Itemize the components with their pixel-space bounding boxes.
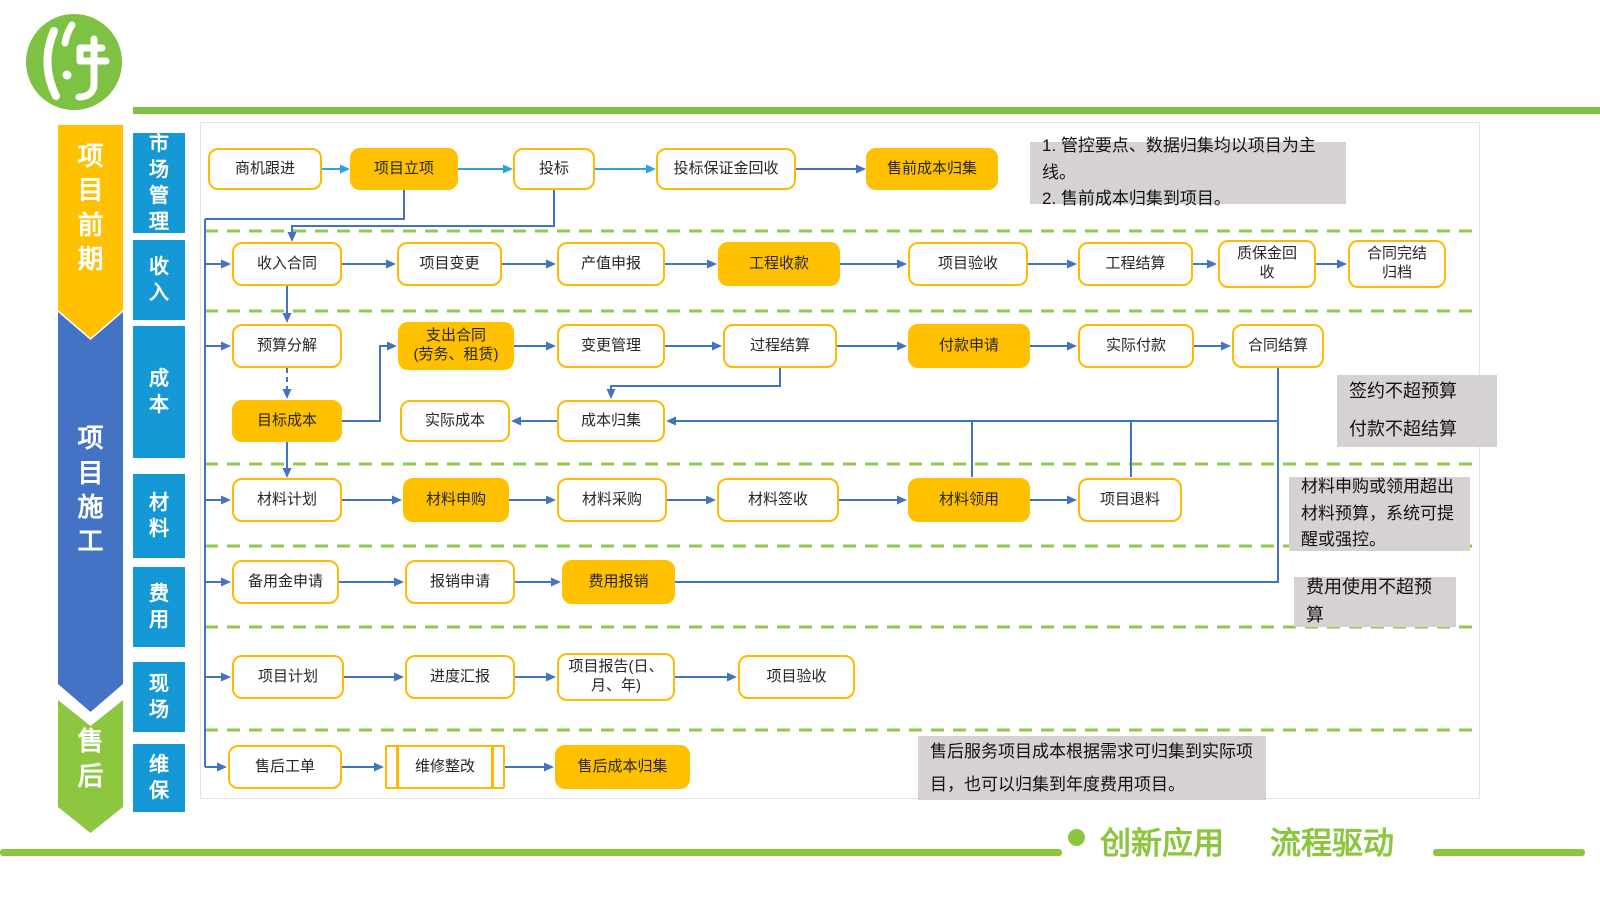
flow-node-shijifk: 实际付款 <box>1078 324 1194 368</box>
flow-node-toubiao: 投标 <box>513 148 595 190</box>
top-divider <box>133 107 1600 114</box>
flow-node-shouhougd: 售后工单 <box>228 745 342 789</box>
category-label-6: 现场 <box>133 662 185 732</box>
flow-node-xmbaogao: 项目报告(日、 月、年) <box>557 653 675 701</box>
flow-edge-31 <box>666 368 1279 426</box>
phase-arrow-1: 项目前期 <box>58 125 123 338</box>
flow-node-beiyongjin: 备用金申请 <box>232 560 339 604</box>
flow-node-shouru: 收入合同 <box>232 242 342 286</box>
flow-node-clshengou: 材料申购 <box>403 478 509 522</box>
flow-node-baozhengjin: 投标保证金回收 <box>656 148 796 190</box>
annotation-note-n2: 签约不超预算 付款不超结算 <box>1337 375 1497 447</box>
brand-logo-icon <box>24 12 124 112</box>
category-label-2: 收入 <box>133 240 185 320</box>
flow-node-guocheng: 过程结算 <box>723 324 837 368</box>
flow-node-xmyanshou2: 项目验收 <box>738 655 855 699</box>
phase-arrow-2: 项目施工 <box>58 312 123 712</box>
flow-node-clcaigou: 材料采购 <box>557 478 667 522</box>
category-label-5: 费用 <box>133 567 185 647</box>
footer-dot-icon <box>1068 829 1085 846</box>
category-label-1: 市场管理 <box>133 133 185 233</box>
flow-node-xmtuiliao: 项目退料 <box>1078 478 1182 522</box>
flow-node-chanzhi: 产值申报 <box>557 242 665 286</box>
footer-slogan: 创新应用 流程驱动 <box>1100 818 1394 863</box>
flow-node-htjiesuan: 合同结算 <box>1232 324 1324 368</box>
flow-node-yusuan: 预算分解 <box>232 324 342 368</box>
flow-edge-5 <box>205 190 405 220</box>
flow-node-mubiao: 目标成本 <box>232 400 342 442</box>
flow-node-zhibaojin: 质保金回 收 <box>1218 240 1316 288</box>
flow-node-jindu: 进度汇报 <box>405 655 515 699</box>
flow-node-xmjihua: 项目计划 <box>232 655 344 699</box>
footer-divider-right <box>1433 849 1585 856</box>
category-label-7: 维保 <box>133 744 185 812</box>
flow-edge-26 <box>606 368 781 399</box>
flow-node-weixiu: 维修整改 <box>385 745 505 789</box>
annotation-note-n5: 售后服务项目成本根据需求可归集到实际项目，也可以归集到年度费用项目。 <box>918 736 1266 800</box>
annotation-note-n4: 费用使用不超预算 <box>1294 577 1456 627</box>
flow-node-htwanjie: 合同完结 归档 <box>1348 240 1446 288</box>
flow-node-shouhoucb: 售后成本归集 <box>555 745 690 789</box>
flow-node-xmyanshou1: 项目验收 <box>908 242 1028 286</box>
flow-node-shangji: 商机跟进 <box>208 148 322 190</box>
flow-node-chengben: 成本归集 <box>557 400 665 442</box>
category-label-4: 材料 <box>133 474 185 558</box>
category-label-3: 成本 <box>133 326 185 458</box>
footer-divider-left <box>0 849 1062 856</box>
footer-slogan-1: 创新应用 <box>1100 826 1224 861</box>
flow-node-gcjiesuan: 工程结算 <box>1078 242 1193 286</box>
flow-node-feiyongbx: 费用报销 <box>562 560 675 604</box>
footer-slogan-2: 流程驱动 <box>1270 826 1394 861</box>
flow-node-gcshoukuan: 工程收款 <box>718 242 840 286</box>
flow-edge-7 <box>287 190 555 242</box>
annotation-note-n3: 材料申购或领用超出材料预算，系统可提醒或强控。 <box>1289 477 1470 551</box>
flow-node-xmbiangeng: 项目变更 <box>397 242 502 286</box>
flow-node-clingyong: 材料领用 <box>908 478 1030 522</box>
flow-node-baoxiao: 报销申请 <box>405 560 515 604</box>
annotation-note-n1: 1. 管控要点、数据归集均以项目为主线。 2. 售前成本归集到项目。 <box>1030 136 1346 208</box>
flow-edge-23 <box>342 341 397 422</box>
flow-node-lixiang: 项目立项 <box>350 148 458 190</box>
flow-node-shouqian: 售前成本归集 <box>866 148 998 190</box>
flow-edge-34 <box>675 421 1279 583</box>
flow-node-fukuan: 付款申请 <box>908 324 1030 368</box>
flow-node-clqianshou: 材料签收 <box>717 478 839 522</box>
flow-node-cljihua: 材料计划 <box>232 478 342 522</box>
flow-node-zhichu: 支出合同 (劳务、租赁) <box>398 322 514 370</box>
flow-node-biangeng: 变更管理 <box>557 324 665 368</box>
flow-node-shijicb: 实际成本 <box>400 400 510 442</box>
